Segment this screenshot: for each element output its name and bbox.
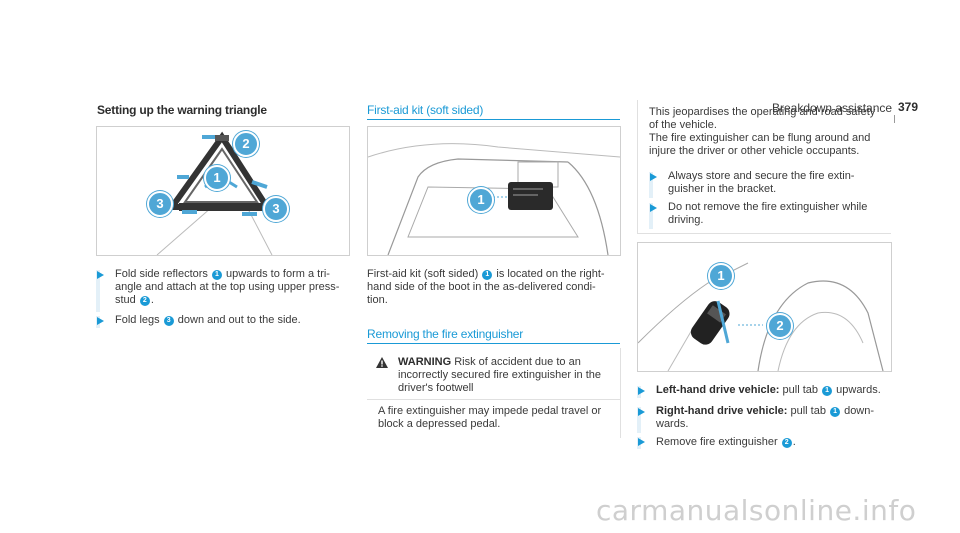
running-header: Breakdown assistance <box>772 101 893 115</box>
section-rule <box>367 343 620 344</box>
step-right-hand-drive: Right-hand drive vehicle: pull tab 1 dow… <box>656 405 875 430</box>
warning-triangle-figure: 2 1 3 3 <box>96 126 350 256</box>
section-title-first-aid: First-aid kit (soft sided) <box>367 103 484 117</box>
warning-step-do-not-remove: Do not remove the fire extinguisher whil… <box>668 201 868 226</box>
section-rule <box>367 119 620 120</box>
header-divider <box>894 115 895 123</box>
warning-heading: WARNING Risk of accident due to an incor… <box>398 356 601 394</box>
warning-triangle-icon <box>376 357 388 368</box>
step-bar <box>649 172 653 198</box>
step-arrow-icon <box>638 387 645 395</box>
section-title-fire-extinguisher: Removing the fire extinguisher <box>367 327 524 341</box>
step-bar <box>637 407 641 433</box>
step-remove-extinguisher: Remove fire extinguisher 2. <box>656 436 796 448</box>
warning-step-store: Always store and secure the fire extin- … <box>668 170 855 195</box>
step-arrow-icon <box>638 438 645 446</box>
warning-divider <box>367 399 620 400</box>
step-arrow-icon <box>97 271 104 279</box>
section-title-warning-triangle: Setting up the warning triangle <box>97 103 267 117</box>
figure-callout-1: 1 <box>468 187 494 213</box>
warning-box: WARNING Risk of accident due to an incor… <box>367 348 621 438</box>
page-number: 379 <box>898 100 919 114</box>
fire-extinguisher-figure: 1 2 <box>637 242 892 372</box>
figure-callout-1: 1 <box>204 165 230 191</box>
warning-continued-text: This jeopardises the operating and road … <box>649 106 876 157</box>
step-left-hand-drive: Left-hand drive vehicle: pull tab 1 upwa… <box>656 384 881 396</box>
figure-callout-3-right: 3 <box>263 196 289 222</box>
boot-illustration <box>368 143 620 255</box>
watermark: carmanualsonline.info <box>596 494 917 527</box>
warning-triangle-illustration <box>156 131 273 255</box>
figure-callout-3-left: 3 <box>147 191 173 217</box>
step-arrow-icon <box>638 408 645 416</box>
first-aid-figure: 1 <box>367 126 621 256</box>
step-arrow-icon <box>650 204 657 212</box>
step-fold-reflectors: Fold side reflectors 1 upwards to form a… <box>115 268 340 306</box>
figure-callout-2: 2 <box>767 313 793 339</box>
seat-illustration <box>638 262 884 371</box>
warning-body: A fire extinguisher may impede pedal tra… <box>378 405 602 430</box>
step-bar <box>96 270 100 312</box>
warning-box-continued: This jeopardises the operating and road … <box>637 100 891 234</box>
step-arrow-icon <box>97 317 104 325</box>
step-bar <box>649 203 653 229</box>
step-fold-legs: Fold legs 3 down and out to the side. <box>115 314 301 326</box>
figure-callout-2: 2 <box>233 131 259 157</box>
first-aid-paragraph: First-aid kit (soft sided) 1 is located … <box>367 268 605 306</box>
step-arrow-icon <box>650 173 657 181</box>
figure-callout-1: 1 <box>708 263 734 289</box>
